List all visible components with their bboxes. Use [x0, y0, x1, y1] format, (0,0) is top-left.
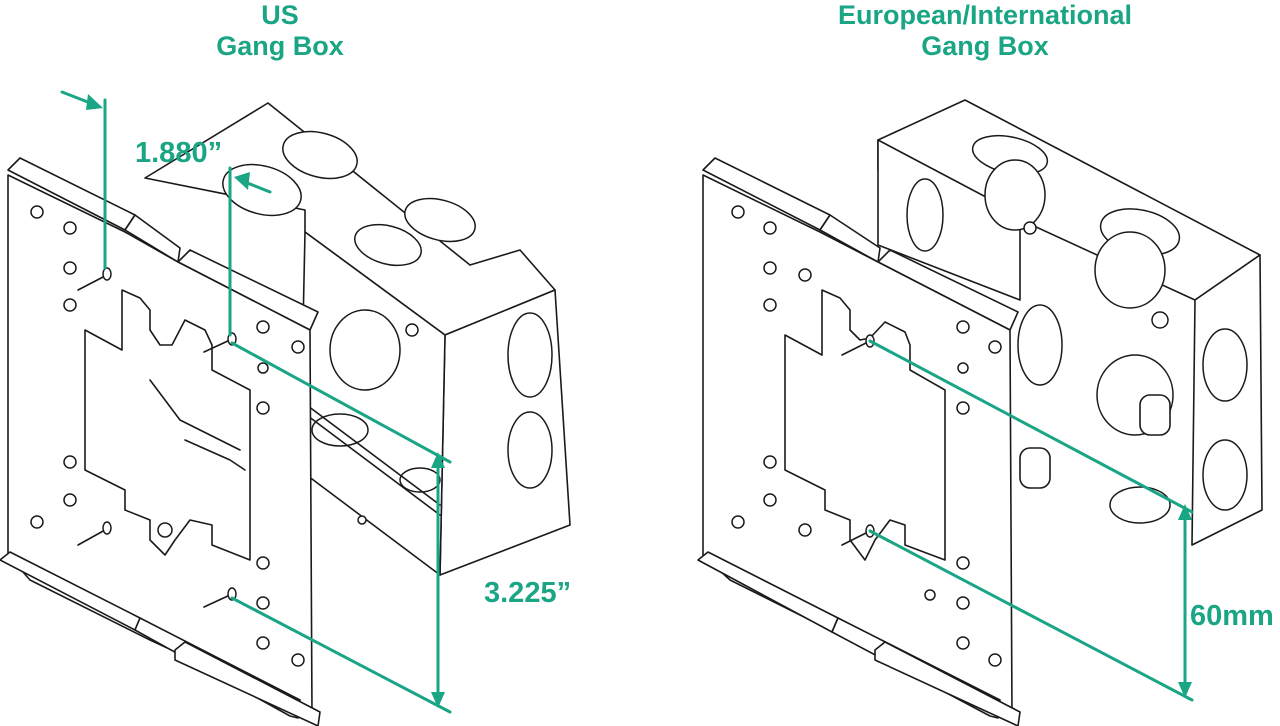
- eu-gang-box-title: European/International Gang Box: [800, 0, 1170, 62]
- eu-title-line2: Gang Box: [921, 31, 1049, 61]
- us-title-line1: US: [261, 0, 299, 30]
- eu-mounting-plate: [697, 157, 1021, 726]
- screw-icon: [77, 267, 112, 291]
- us-gang-box-title: US Gang Box: [180, 0, 380, 62]
- screw-icon: [77, 521, 112, 546]
- us-vertical-dimension: [230, 341, 452, 714]
- us-horizontal-dimension-label: 1.880”: [135, 137, 223, 169]
- us-horizontal-dimension: [60, 90, 272, 337]
- us-mounting-plate: [0, 157, 321, 726]
- eu-title-line1: European/International: [837, 0, 1133, 30]
- us-vertical-dimension-label: 3.225”: [484, 577, 572, 609]
- screw-icon: [203, 587, 237, 608]
- us-title-line2: Gang Box: [216, 31, 344, 61]
- eu-vertical-dimension-label: 60mm: [1190, 600, 1274, 632]
- us-junction-box: [144, 102, 571, 576]
- eu-junction-box: [877, 99, 1263, 546]
- eu-vertical-dimension: [868, 339, 1194, 702]
